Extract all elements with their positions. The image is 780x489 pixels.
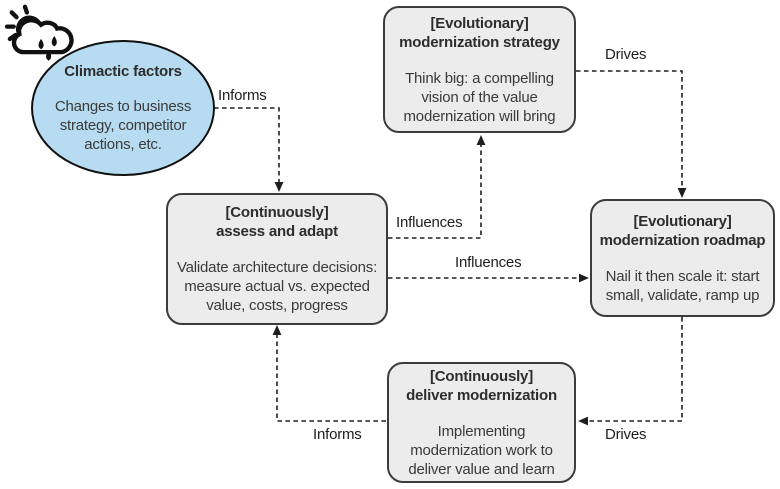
edge-label-informs-bottom: Informs	[313, 426, 362, 443]
edge-informs-top	[214, 107, 280, 182]
edge-informs-bottom	[276, 335, 386, 422]
edge-label-drives-top: Drives	[605, 46, 647, 63]
node-title: [Continuously] deliver modernization	[406, 367, 557, 404]
node-assess-and-adapt: [Continuously] assess and adapt Validate…	[166, 193, 388, 325]
edge-drives-top	[576, 70, 683, 188]
node-body: Changes to business strategy, competitor…	[54, 98, 192, 153]
node-title: [Evolutionary] modernization roadmap	[599, 212, 766, 249]
edge-label-influences-strategy: Influences	[396, 214, 463, 231]
node-climactic-factors: Climactic factors Changes to business st…	[31, 40, 215, 176]
node-modernization-strategy: [Evolutionary] modernization strategy Th…	[383, 6, 576, 133]
edge-label-drives-bottom: Drives	[605, 426, 647, 443]
node-body: Implementing modernization work to deliv…	[408, 422, 555, 478]
sun-behind-rain-cloud-icon	[4, 4, 74, 61]
arrowhead-icon	[578, 416, 588, 426]
arrowhead-icon	[579, 273, 589, 283]
arrowhead-icon	[677, 188, 687, 198]
arrowhead-icon	[272, 325, 282, 335]
arrowhead-icon	[274, 182, 284, 192]
arrowhead-icon	[476, 135, 486, 145]
node-body: Validate architecture decisions: measure…	[176, 259, 378, 314]
node-title: [Evolutionary] modernization strategy	[399, 14, 560, 51]
node-title: Climactic factors	[64, 63, 182, 80]
edge-label-informs-top: Informs	[218, 87, 267, 104]
node-deliver-modernization: [Continuously] deliver modernization Imp…	[387, 362, 576, 483]
node-modernization-roadmap: [Evolutionary] modernization roadmap Nai…	[590, 199, 775, 317]
node-title: [Continuously] assess and adapt	[216, 204, 338, 240]
node-body: Nail it then scale it: start small, vali…	[605, 267, 760, 304]
node-body: Think big: a compelling vision of the va…	[403, 69, 556, 125]
edge-label-influences-roadmap: Influences	[455, 254, 522, 271]
edge-drives-bottom	[588, 317, 683, 422]
